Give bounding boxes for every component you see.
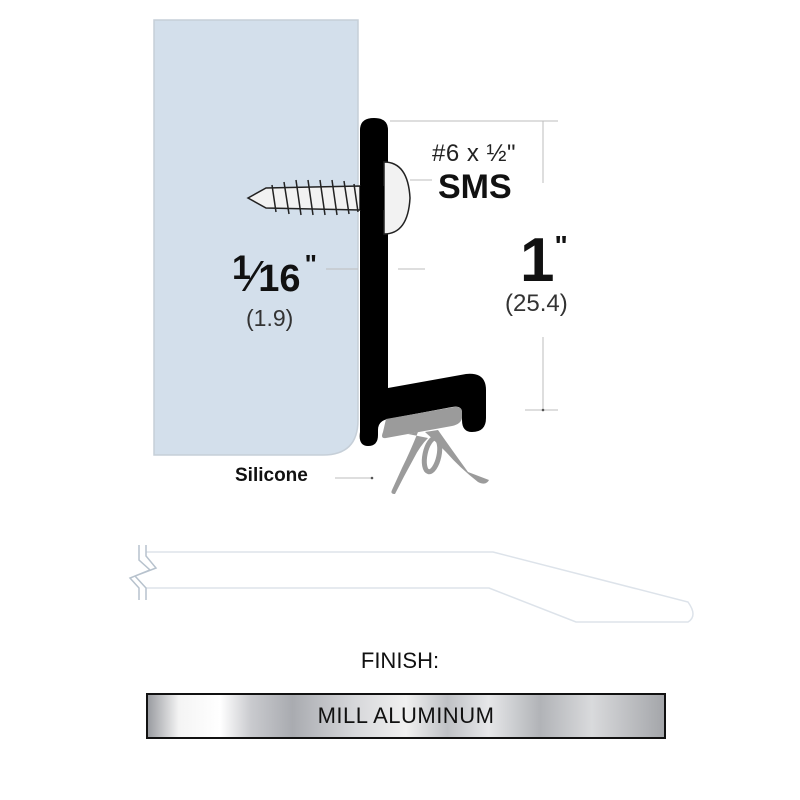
height-mm-label: (25.4) — [505, 290, 568, 317]
height-inch-label: 1" — [520, 225, 568, 296]
door-panel — [153, 19, 359, 456]
height-unit: " — [554, 230, 568, 261]
screw-size-label: #6 x ½" — [432, 140, 517, 167]
thickness-numerator: 1 — [232, 249, 251, 287]
dimension-lines — [326, 120, 558, 479]
finish-swatch: MILL ALUMINUM — [146, 693, 666, 739]
thickness-mm-label: (1.9) — [246, 305, 294, 331]
finish-heading: FINISH: — [360, 648, 440, 673]
screw-icon — [246, 161, 411, 235]
thickness-unit: " — [304, 249, 317, 279]
threshold-outline — [128, 545, 694, 623]
seal-material-label: Silicone — [235, 465, 308, 486]
dim-tick — [541, 408, 545, 412]
height-value: 1 — [520, 226, 555, 295]
leader-tick — [370, 476, 374, 480]
sweep-profile — [359, 118, 486, 446]
thickness-slash: ⁄ — [250, 252, 259, 301]
silicone-seal — [382, 406, 489, 494]
finish-value: MILL ALUMINUM — [317, 703, 495, 728]
thickness-inch-label: 1⁄16" — [232, 248, 317, 302]
screw-type-label: SMS — [438, 168, 512, 206]
thickness-denominator: 16 — [258, 258, 301, 300]
